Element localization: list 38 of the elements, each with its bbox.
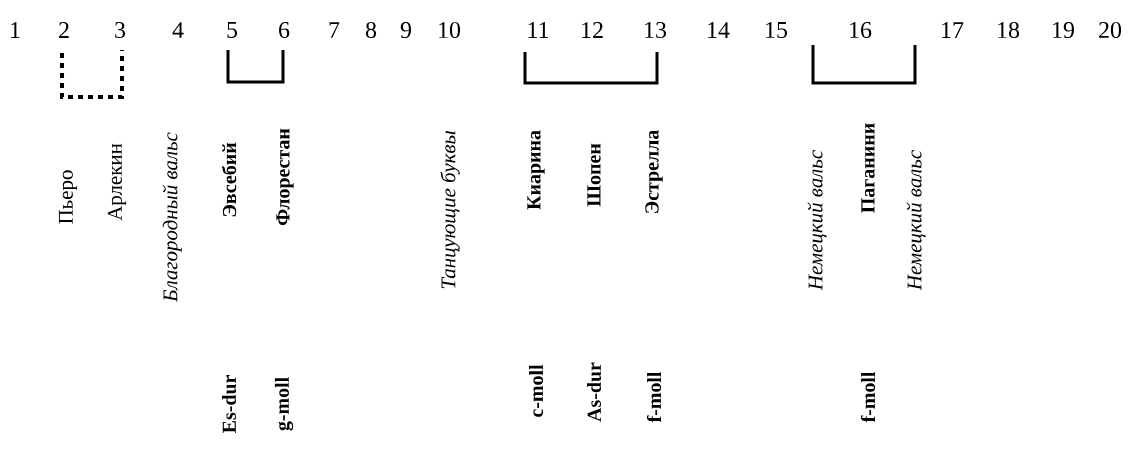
piece-title: Паганини: [861, 123, 875, 213]
piece-title: Шопен: [587, 143, 601, 207]
number-label: 3: [115, 21, 126, 39]
key-label: f-moll: [860, 371, 876, 423]
key-label: Es-dur: [221, 375, 237, 433]
key-label: f-moll: [646, 371, 662, 423]
number-label: 11: [528, 22, 549, 38]
number-label: 13: [645, 21, 666, 39]
number-label: 14: [708, 22, 730, 38]
number-label: 7: [329, 22, 340, 38]
number-label: 20: [1099, 21, 1122, 39]
number-label: 5: [227, 22, 238, 38]
piece-title: Танцующие буквы: [440, 131, 460, 289]
number-label: 19: [1053, 21, 1074, 39]
piece-title: Эвсебий: [221, 142, 237, 217]
number-label: 15: [766, 22, 787, 38]
key-label: As-dur: [586, 362, 602, 422]
number-label: 1: [11, 22, 20, 38]
number-label: 16: [850, 21, 872, 39]
number-label: 2: [59, 22, 69, 38]
key-label: c-moll: [529, 364, 543, 417]
number-label: 12: [582, 22, 603, 38]
key-label: g-moll: [274, 377, 294, 431]
piece-title: Пьеро: [58, 170, 78, 224]
piece-title: Немецкий вальс: [906, 150, 926, 291]
number-label: 9: [400, 21, 411, 39]
piece-title: Арлекин: [107, 143, 127, 221]
piece-title: Киарина: [527, 130, 545, 210]
piece-title: Флорестан: [276, 128, 294, 226]
piece-title: Благородный вальс: [162, 132, 182, 303]
piece-title: Эстрелла: [645, 130, 663, 213]
number-label: 18: [998, 21, 1020, 39]
number-label: 17: [942, 22, 964, 38]
number-label: 10: [439, 21, 461, 39]
number-label: 4: [172, 22, 184, 38]
piece-title: Немецкий вальс: [807, 150, 827, 291]
number-label: 6: [279, 21, 290, 39]
number-label: 8: [365, 21, 377, 39]
